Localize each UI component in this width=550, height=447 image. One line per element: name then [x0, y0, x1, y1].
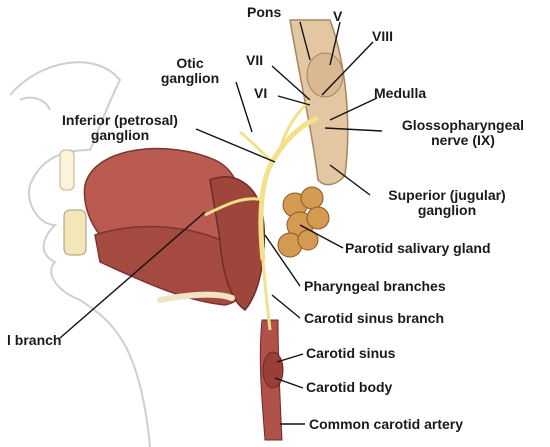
label-glossopharyngeal-line1: Glossopharyngeal [380, 118, 546, 133]
label-carotid-sinus: Carotid sinus [306, 346, 395, 361]
label-otic-ganglion-line2: ganglion [145, 71, 235, 86]
label-carotid-sinus-branch: Carotid sinus branch [304, 311, 444, 326]
label-lingual-branch: l branch [7, 333, 61, 348]
label-otic-ganglion-line1: Otic [145, 56, 235, 71]
label-cranial-nerve-vi: VI [254, 86, 267, 101]
label-superior-ganglion-line1: Superior (jugular) [372, 188, 522, 203]
label-inferior-ganglion-line1: Inferior (petrosal) [40, 113, 200, 128]
label-pharyngeal-branches: Pharyngeal branches [304, 279, 446, 294]
label-glossopharyngeal-line2: nerve (IX) [380, 133, 546, 148]
tooth [60, 150, 74, 190]
label-cranial-nerve-vii: VII [246, 53, 263, 68]
label-cranial-nerve-viii: VIII [372, 29, 393, 44]
otic-branch [240, 132, 272, 162]
label-parotid-gland: Parotid salivary gland [345, 241, 491, 256]
label-medulla: Medulla [374, 86, 426, 101]
label-common-carotid-artery: Common carotid artery [309, 417, 463, 432]
label-inferior-ganglion-line2: ganglion [40, 128, 200, 143]
label-superior-ganglion: Superior (jugular) ganglion [372, 188, 522, 218]
tooth [64, 210, 86, 255]
carotid-sinus-shape [263, 352, 283, 388]
label-glossopharyngeal-nerve: Glossopharyngeal nerve (IX) [380, 118, 546, 148]
label-cranial-nerve-v: V [333, 9, 342, 24]
label-superior-ganglion-line2: ganglion [372, 203, 522, 218]
label-carotid-body: Carotid body [306, 380, 392, 395]
label-pons: Pons [247, 5, 281, 20]
pons [307, 53, 343, 97]
label-inferior-ganglion: Inferior (petrosal) ganglion [40, 113, 200, 143]
ear-outline [20, 98, 50, 110]
parotid-gland [278, 187, 329, 257]
label-otic-ganglion: Otic ganglion [145, 56, 235, 86]
